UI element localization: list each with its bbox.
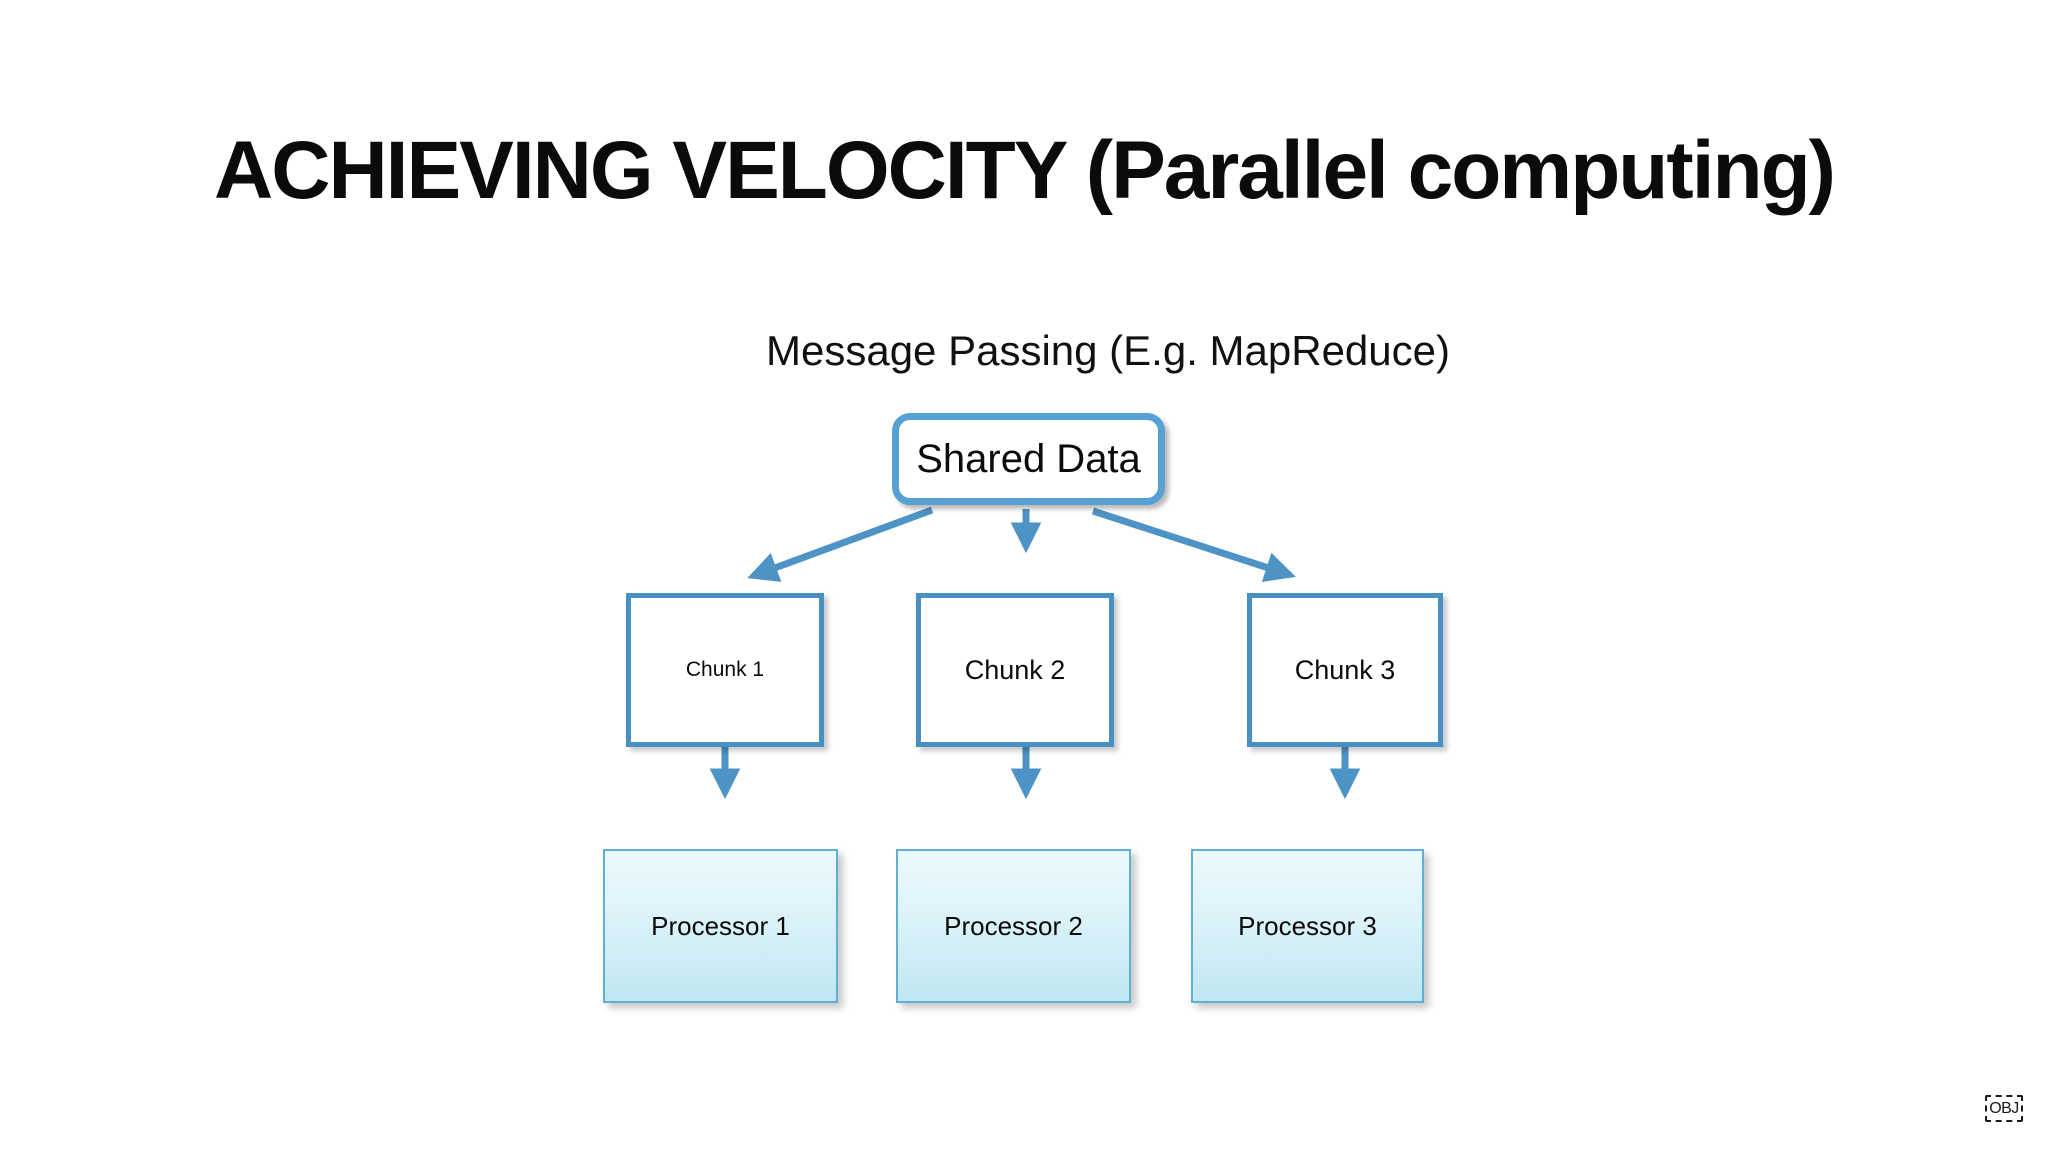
arrow-shared-to-chunk3 (1091, 507, 1296, 583)
processor2-box: Processor 2 (896, 849, 1131, 1003)
processor1-label: Processor 1 (651, 910, 790, 941)
processor2-label: Processor 2 (944, 910, 1083, 941)
chunk3-box: Chunk 3 (1247, 593, 1443, 747)
chunk1-box: Chunk 1 (626, 593, 824, 747)
shared-data-box: Shared Data (892, 413, 1165, 505)
object-placeholder-icon: OBJ (1985, 1095, 2023, 1122)
shared-data-label: Shared Data (916, 436, 1141, 481)
chunk3-label: Chunk 3 (1294, 654, 1396, 685)
processor3-label: Processor 3 (1238, 910, 1377, 941)
chunk1-label: Chunk 1 (685, 658, 765, 681)
chunk2-label: Chunk 2 (964, 654, 1066, 685)
slide-title: ACHIEVING VELOCITY (Parallel computing) (214, 125, 1836, 216)
diagram-subtitle: Message Passing (E.g. MapReduce) (766, 327, 1450, 374)
chunk2-box: Chunk 2 (916, 593, 1114, 747)
object-placeholder-label: OBJ (1989, 1099, 2019, 1117)
processor3-box: Processor 3 (1191, 849, 1424, 1003)
processor1-box: Processor 1 (603, 849, 838, 1003)
arrow-shared-to-chunk1 (747, 506, 934, 582)
